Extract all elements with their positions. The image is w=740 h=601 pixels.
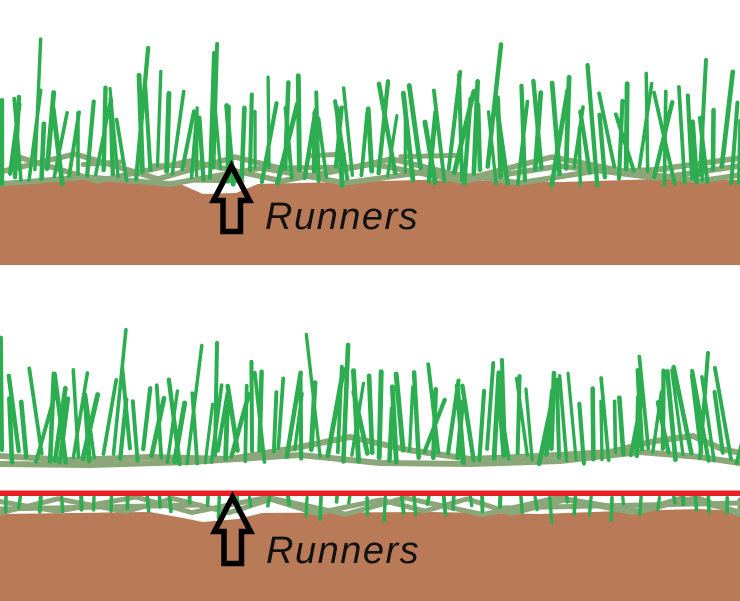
mowing-height-line <box>0 490 740 496</box>
soil-band-top-panel <box>0 178 740 265</box>
up-arrow-icon <box>209 491 256 567</box>
bottom-panel <box>0 328 740 601</box>
runner-stolons-below-cut-line <box>0 492 740 525</box>
grass-blades-top <box>0 37 740 189</box>
runners-label-bottom: Runners <box>266 530 421 572</box>
top-panel <box>0 37 740 265</box>
grass-blades-bottom <box>0 328 740 467</box>
soil-band-bottom-panel <box>0 509 740 601</box>
runners-label-top: Runners <box>265 196 420 238</box>
up-arrow-icon <box>208 160 255 235</box>
